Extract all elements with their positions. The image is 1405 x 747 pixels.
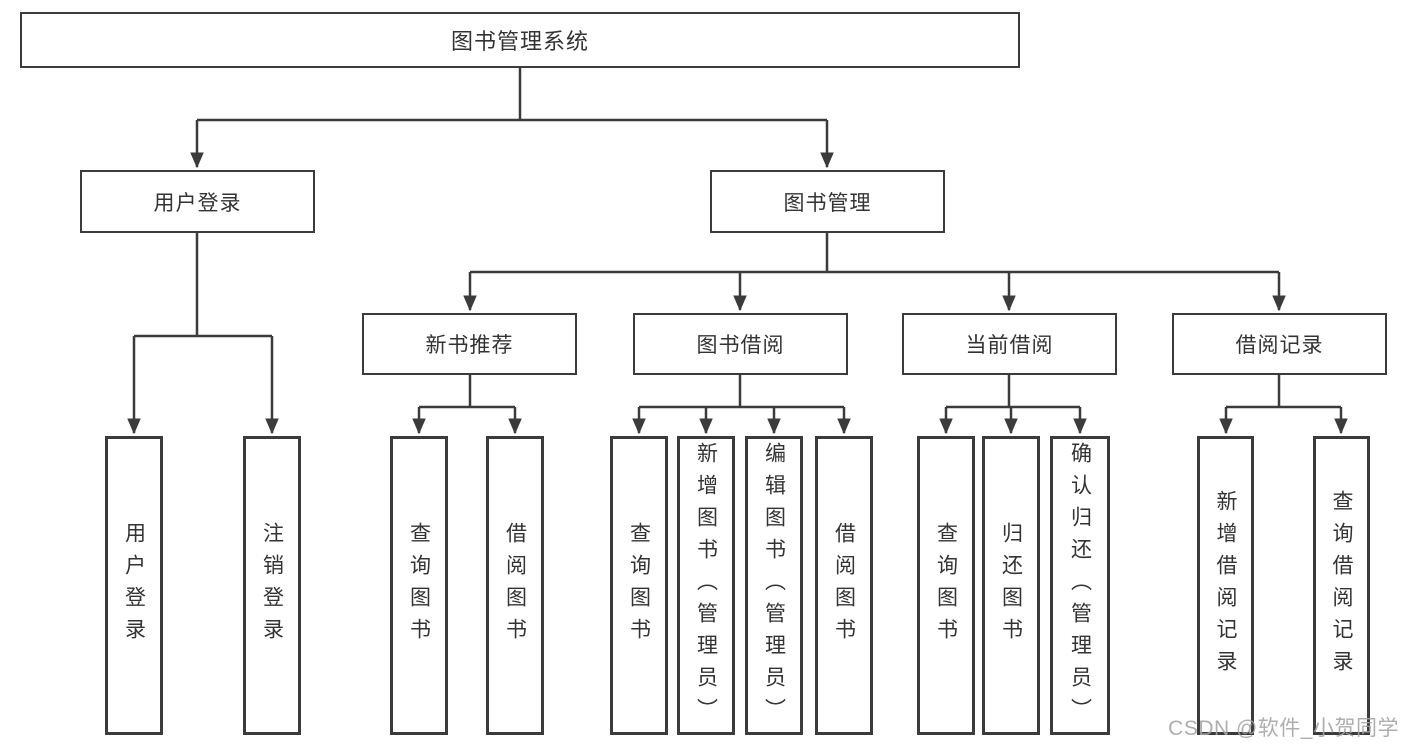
leaf-newbooks-query-books: 查询图书 <box>390 436 448 735</box>
leaf-current-return-books: 归还图书 <box>982 436 1040 735</box>
node-user-login: 用户登录 <box>80 170 315 233</box>
leaf-logout: 注销登录 <box>243 436 301 735</box>
leaf-records-query-record: 查询借阅记录 <box>1313 436 1370 735</box>
node-current-borrowing: 当前借阅 <box>902 313 1117 375</box>
node-borrowing-records: 借阅记录 <box>1172 313 1387 375</box>
leaf-current-confirm-return-admin: 确认归还（管理员） <box>1050 436 1110 735</box>
leaf-borrowing-borrow-books: 借阅图书 <box>815 436 873 735</box>
leaf-borrowing-add-books-admin: 新增图书（管理员） <box>677 436 735 735</box>
leaf-current-query-books: 查询图书 <box>917 436 975 735</box>
leaf-newbooks-borrow-books: 借阅图书 <box>486 436 544 735</box>
node-book-management: 图书管理 <box>710 170 945 233</box>
node-book-borrowing: 图书借阅 <box>633 313 848 375</box>
leaf-user-login: 用户登录 <box>105 436 163 735</box>
csdn-watermark: CSDN @软件_小贺同学 <box>1168 717 1399 740</box>
leaf-records-add-record: 新增借阅记录 <box>1197 436 1254 735</box>
node-new-book-recommend: 新书推荐 <box>362 313 577 375</box>
node-book-management-system: 图书管理系统 <box>20 12 1020 68</box>
leaf-borrowing-edit-books-admin: 编辑图书（管理员） <box>745 436 803 735</box>
leaf-borrowing-query-books: 查询图书 <box>610 436 668 735</box>
